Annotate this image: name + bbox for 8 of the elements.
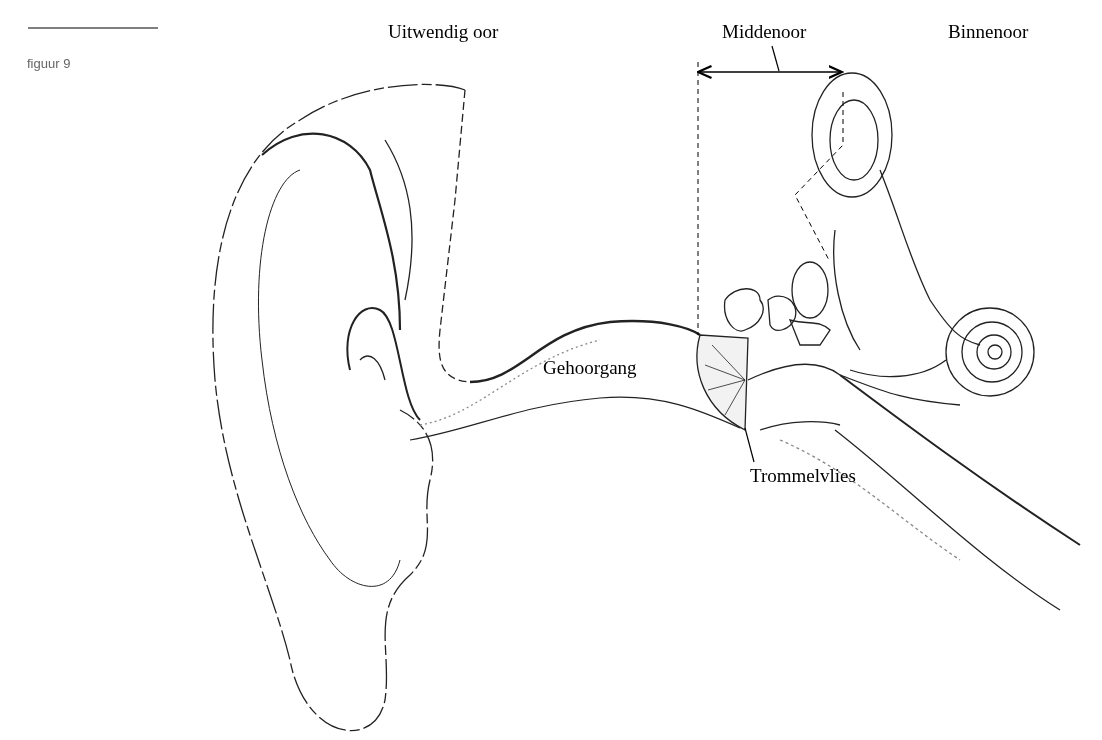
leader-line <box>744 427 755 463</box>
label-text: Binnenoor <box>948 20 1029 44</box>
label-text: Gehoorgang <box>543 356 637 380</box>
leader-line <box>771 45 780 72</box>
label-text: Trommelvlies <box>750 462 900 490</box>
label-text: figuur 9 <box>27 55 71 73</box>
label-text: Middenoor <box>722 18 848 46</box>
label-text: Uitwendig oor <box>388 20 499 44</box>
